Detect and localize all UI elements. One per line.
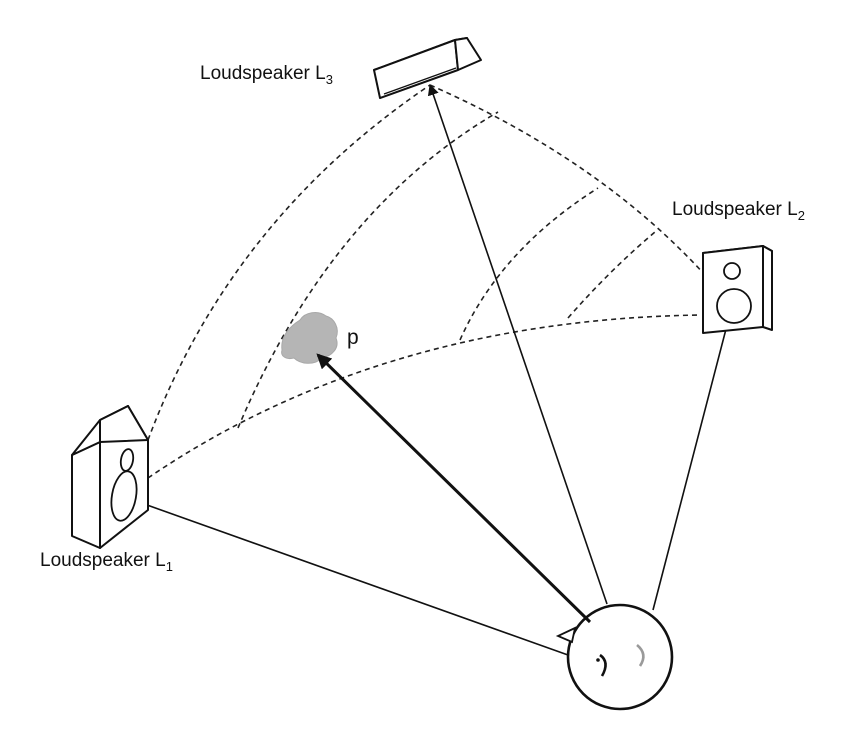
listener-head — [555, 603, 674, 711]
loudspeaker-l2 — [702, 245, 773, 334]
label-virtual-source: p — [347, 326, 359, 349]
grid-line-2 — [459, 187, 599, 341]
l1-woofer-icon — [110, 470, 138, 522]
label-loudspeaker-l3: Loudspeaker L3 — [200, 63, 333, 87]
l2-tweeter-icon — [723, 262, 741, 280]
ear-dot-icon — [596, 658, 600, 662]
ray-to-virtual-source — [316, 353, 592, 624]
label-loudspeaker-l2: Loudspeaker L2 — [672, 199, 805, 223]
virtual-source-p — [281, 312, 338, 364]
nose-icon — [555, 626, 577, 644]
arc-l3-l2 — [429, 84, 706, 276]
label-loudspeaker-l1: Loudspeaker L1 — [40, 550, 173, 574]
ear-right-icon — [636, 643, 645, 667]
ray-to-l3 — [427, 83, 608, 605]
active-triangle-grid — [147, 84, 706, 479]
loudspeaker-l3 — [373, 37, 482, 99]
grid-line-3 — [567, 231, 656, 319]
rays — [131, 83, 735, 656]
arc-l1-l2 — [147, 314, 701, 479]
ray-to-l1 — [131, 498, 569, 656]
ear-left-icon — [599, 653, 607, 677]
arc-l1-l3 — [147, 84, 431, 441]
loudspeaker-l1 — [71, 405, 149, 549]
grid-line-1 — [237, 111, 499, 429]
ray-to-l2 — [652, 304, 735, 611]
l2-woofer-icon — [716, 288, 752, 324]
